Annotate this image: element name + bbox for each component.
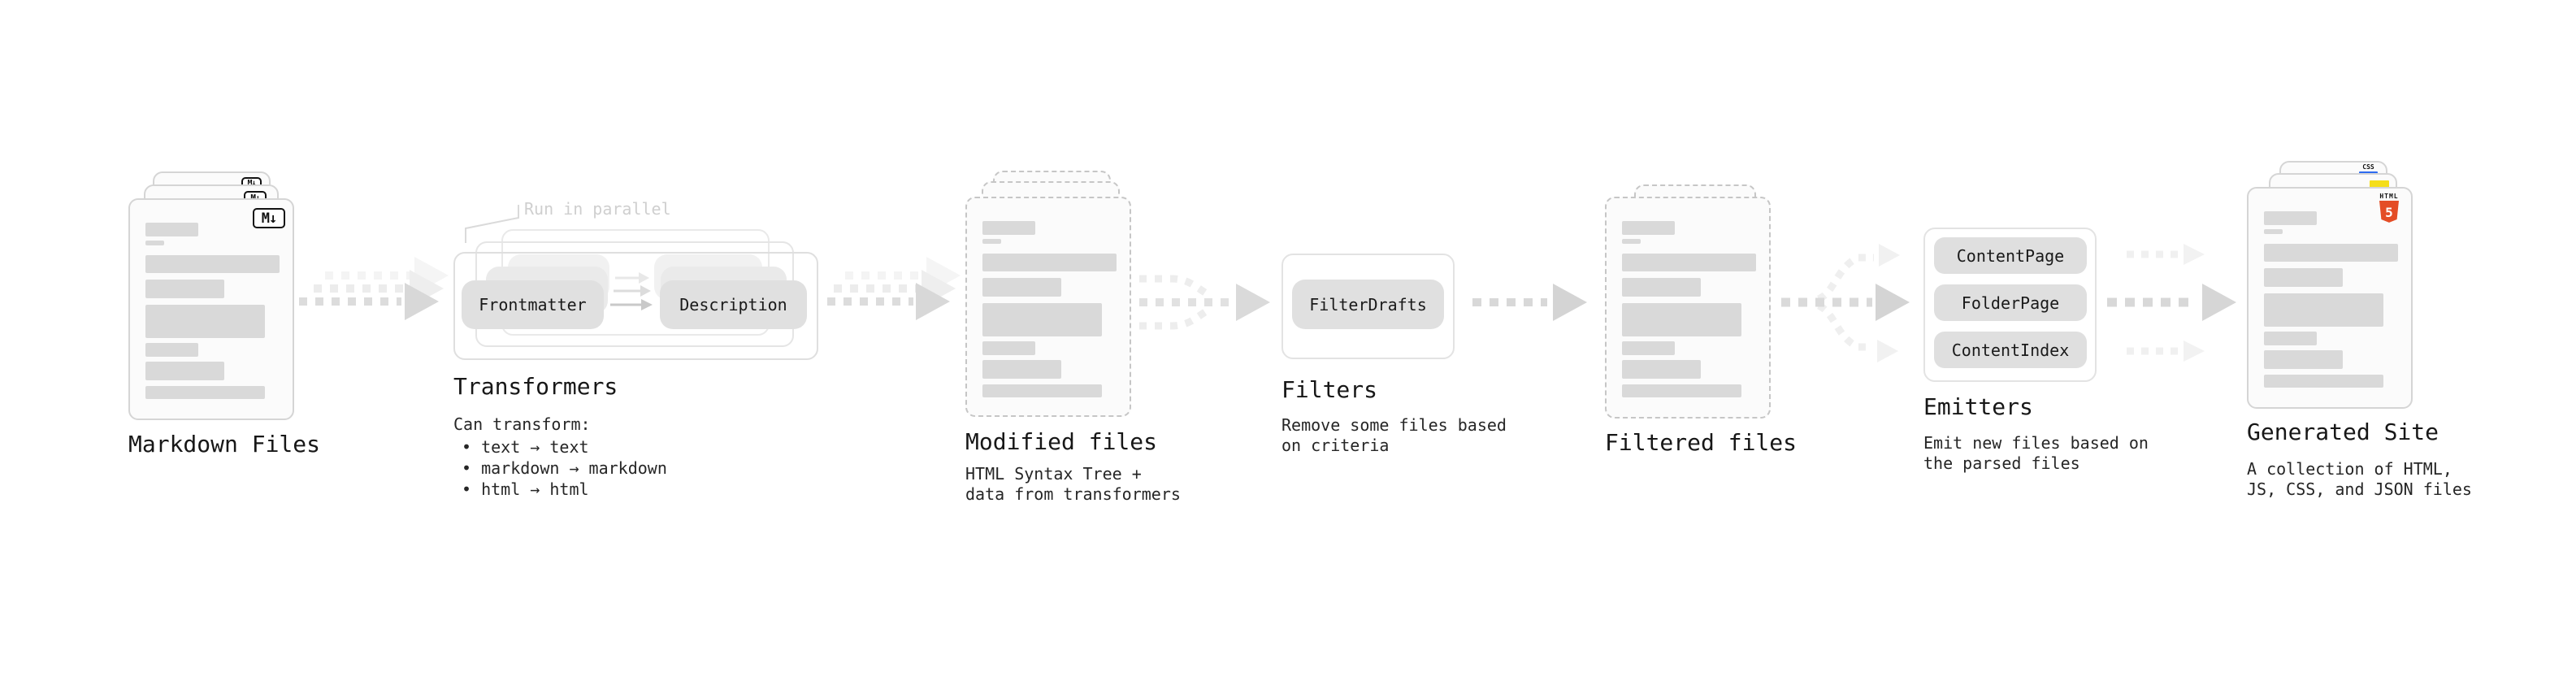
emitters-frame [1923,228,2097,382]
emitter-pill-contentpage: ContentPage [1934,237,2087,274]
transformers-bullet: • text → text [462,437,589,457]
filters-subtitle: Remove some files based [1281,415,1507,435]
skeleton-bar [1622,384,1741,397]
skeleton-bar [145,362,224,380]
skeleton-bar [982,278,1061,297]
emitters-subtitle: Emit new files based on [1923,433,2149,453]
transformer-pill-frontmatter: Frontmatter [462,280,604,329]
generated-site-subtitle: JS, CSS, and JSON files [2247,479,2472,499]
arrow-emitters-to-site [2107,244,2236,362]
skeleton-bar [982,221,1035,235]
arrow-filters-to-filtered [1472,284,1587,321]
filters-title: Filters [1281,376,1378,403]
generated-site-subtitle: A collection of HTML, [2247,459,2452,479]
skeleton-bar [2264,350,2343,369]
skeleton-bar [2264,244,2398,262]
markdown-icon: M↓ [253,208,285,228]
skeleton-bar [982,360,1061,379]
transformers-bullet: • markdown → markdown [462,458,667,478]
modified-files-title: Modified files [965,428,1158,455]
skeleton-bar [982,254,1117,271]
skeleton-bar [1622,303,1741,336]
skeleton-bar [1622,278,1701,297]
skeleton-bar [2264,229,2283,234]
filters-subtitle: on criteria [1281,436,1390,455]
skeleton-bar [1622,360,1701,379]
filter-pill-filterdrafts: FilterDrafts [1292,280,1444,329]
filters-frame [1281,254,1455,359]
skeleton-bar [1622,254,1756,271]
transformers-subtitle: Can transform: [453,414,591,434]
emitter-pill-folderpage: FolderPage [1934,284,2087,321]
modified-file-card-front [965,197,1131,417]
transformers-bullet: • html → html [462,479,589,499]
html5-icon: HTML 5 [2375,193,2403,225]
skeleton-bar [145,343,198,357]
modified-files-subtitle: HTML Syntax Tree + [965,464,1142,484]
emitters-subtitle: the parsed files [1923,453,2080,473]
skeleton-bar [982,303,1102,336]
skeleton-bar [2264,268,2343,287]
skeleton-bar [1622,239,1641,244]
file-content-skeleton [1607,198,1769,417]
skeleton-bar [145,241,164,245]
markdown-files-title: Markdown Files [128,431,321,458]
arrow-filtered-to-emitters-fan-out [1781,244,1910,362]
site-file-card-front: HTML 5 [2247,187,2413,409]
markdown-file-card-front: M↓ [128,198,294,420]
skeleton-bar [2264,332,2317,345]
transformers-title: Transformers [453,373,618,400]
skeleton-bar [982,239,1001,244]
skeleton-bar [2264,211,2317,225]
skeleton-bar [2264,375,2383,388]
transformer-frame-front [453,252,818,360]
skeleton-bar [982,384,1102,397]
generated-site-title: Generated Site [2247,419,2439,445]
skeleton-bar [145,223,198,236]
skeleton-bar [145,280,224,298]
modified-files-subtitle: data from transformers [965,484,1181,504]
skeleton-bar [1622,221,1675,235]
arrow-transformers-to-modified [827,257,961,320]
skeleton-bar [2264,293,2383,327]
emitters-title: Emitters [1923,393,2033,420]
skeleton-bar [1622,341,1675,355]
skeleton-bar [145,255,280,273]
filtered-files-title: Filtered files [1605,429,1798,456]
run-in-parallel-label: Run in parallel [524,199,671,219]
transformer-pill-description: Description [660,280,807,329]
skeleton-bar [982,341,1035,355]
file-content-skeleton [130,200,293,419]
skeleton-bar [145,386,265,399]
emitter-pill-contentindex: ContentIndex [1934,332,2087,368]
arrow-markdown-to-transformers [299,257,449,320]
file-content-skeleton [2249,189,2411,407]
arrow-modified-to-filters-fan-in [1139,275,1270,330]
filtered-file-card-front [1605,197,1771,419]
file-content-skeleton [967,198,1130,415]
skeleton-bar [145,305,265,338]
